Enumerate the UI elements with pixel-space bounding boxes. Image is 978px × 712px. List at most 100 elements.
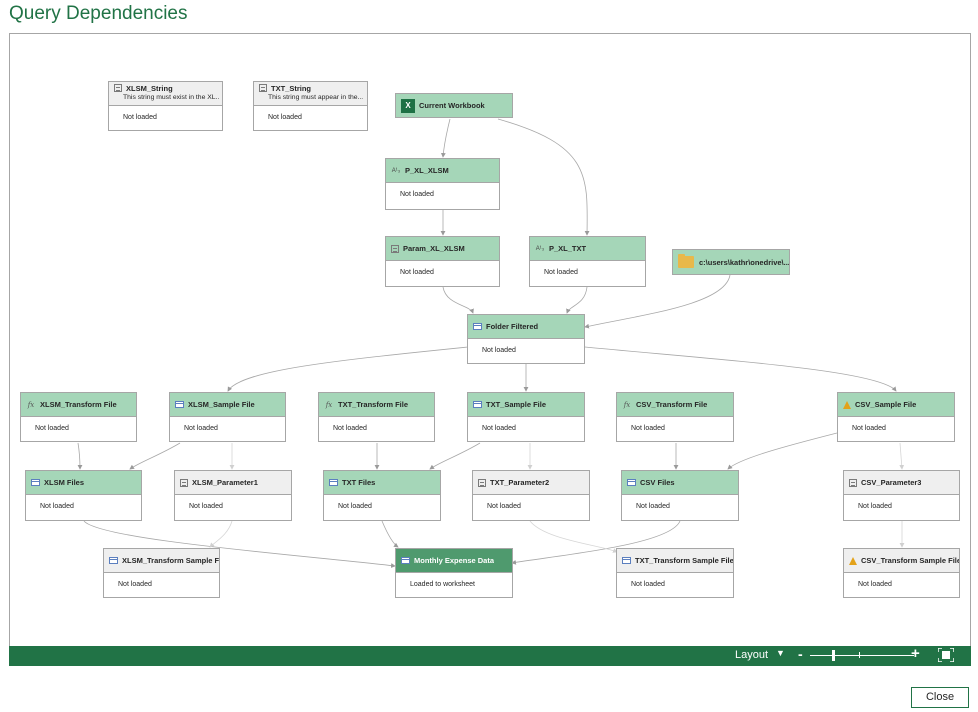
node-name: P_XL_TXT xyxy=(549,244,587,253)
node-status: Not loaded xyxy=(400,269,434,276)
query-node-xlsm-transform-file[interactable]: fx XLSM_Transform File Not loaded xyxy=(20,392,137,442)
node-name: TXT Files xyxy=(342,478,376,487)
query-node-xlsm-parameter1[interactable]: XLSM_Parameter1 Not loaded xyxy=(174,470,292,521)
query-node-xlsm-sample-file[interactable]: XLSM_Sample File Not loaded xyxy=(169,392,286,442)
node-name: TXT_String xyxy=(271,84,312,93)
query-node-csv-files[interactable]: CSV Files Not loaded xyxy=(621,470,739,521)
node-status: Not loaded xyxy=(858,503,892,510)
parameter-icon xyxy=(391,244,399,253)
node-name: XLSM_Parameter1 xyxy=(192,478,258,487)
zoom-slider-track[interactable] xyxy=(810,655,914,656)
node-status: Not loaded xyxy=(338,503,372,510)
node-status: Not loaded xyxy=(631,425,665,432)
query-node-param-xl-xlsm[interactable]: Param_XL_XLSM Not loaded xyxy=(385,236,500,287)
node-name: Current Workbook xyxy=(419,101,485,110)
canvas-toolbar: Layout ▼ - + xyxy=(9,645,971,666)
query-node-xlsm-string[interactable]: XLSM_String This string must exist in th… xyxy=(108,81,223,131)
zoom-in-button[interactable]: + xyxy=(911,645,920,662)
node-name: TXT_Sample File xyxy=(486,400,547,409)
node-name: XLSM_String xyxy=(126,84,173,93)
text-parameter-icon: A¹₃ xyxy=(391,167,401,174)
node-status: Not loaded xyxy=(123,114,157,121)
node-description: This string must exist in the XL... xyxy=(123,94,219,101)
query-node-txt-string[interactable]: TXT_String This string must appear in th… xyxy=(253,81,368,131)
node-name: P_XL_XLSM xyxy=(405,166,449,175)
query-node-p-xl-xlsm[interactable]: A¹₃ P_XL_XLSM Not loaded xyxy=(385,158,500,210)
function-icon: fx xyxy=(27,400,35,409)
node-status: Not loaded xyxy=(858,581,892,588)
table-icon xyxy=(31,479,40,486)
query-node-txt-sample-file[interactable]: TXT_Sample File Not loaded xyxy=(467,392,585,442)
query-node-txt-transform-file[interactable]: fx TXT_Transform File Not loaded xyxy=(318,392,435,442)
zoom-out-button[interactable]: - xyxy=(798,646,803,662)
parameter-icon xyxy=(849,478,857,487)
query-node-current-workbook[interactable]: X Current Workbook xyxy=(395,93,513,118)
node-status: Not loaded xyxy=(35,425,69,432)
node-status: Not loaded xyxy=(636,503,670,510)
query-node-csv-sample-file[interactable]: CSV_Sample File Not loaded xyxy=(837,392,955,442)
table-icon xyxy=(329,479,338,486)
layout-button[interactable]: Layout xyxy=(735,649,769,661)
parameter-icon xyxy=(180,478,188,487)
node-status: Not loaded xyxy=(189,503,223,510)
table-icon xyxy=(627,479,636,486)
node-name: Folder Filtered xyxy=(486,322,539,331)
dialog-title: Query Dependencies xyxy=(9,3,188,24)
node-status: Not loaded xyxy=(631,581,665,588)
query-node-csv-transform-file[interactable]: fx CSV_Transform File Not loaded xyxy=(616,392,734,442)
table-icon xyxy=(175,401,184,408)
warning-icon xyxy=(843,400,851,409)
table-icon xyxy=(473,323,482,330)
table-icon xyxy=(109,557,118,564)
function-icon: fx xyxy=(623,400,631,409)
function-icon: fx xyxy=(325,400,333,409)
node-status: Not loaded xyxy=(400,191,434,198)
node-name: CSV Files xyxy=(640,478,675,487)
node-name: CSV_Transform File xyxy=(636,400,708,409)
warning-icon xyxy=(849,556,857,565)
zoom-slider-tick xyxy=(859,652,860,658)
table-icon xyxy=(622,557,631,564)
query-node-p-xl-txt[interactable]: A¹₃ P_XL_TXT Not loaded xyxy=(529,236,646,287)
query-node-csv-parameter3[interactable]: CSV_Parameter3 Not loaded xyxy=(843,470,960,521)
node-name: TXT_Transform File xyxy=(338,400,409,409)
query-node-xlsm-transform-sample-file[interactable]: XLSM_Transform Sample File Not loaded xyxy=(103,548,220,598)
parameter-icon xyxy=(478,478,486,487)
node-status: Not loaded xyxy=(544,269,578,276)
table-icon xyxy=(401,557,410,564)
chevron-down-icon[interactable]: ▼ xyxy=(776,648,785,658)
node-status: Not loaded xyxy=(482,425,516,432)
zoom-slider-thumb[interactable] xyxy=(832,650,835,661)
query-node-monthly-expense-data[interactable]: Monthly Expense Data Loaded to worksheet xyxy=(395,548,513,598)
node-description: This string must appear in the... xyxy=(268,94,364,101)
table-icon xyxy=(473,401,482,408)
node-name: TXT_Transform Sample File xyxy=(635,556,733,565)
folder-icon xyxy=(678,254,694,268)
node-status: Not loaded xyxy=(333,425,367,432)
node-status: Not loaded xyxy=(487,503,521,510)
node-name: CSV_Transform Sample File xyxy=(861,556,959,565)
query-node-folder-path[interactable]: c:\users\kathr\onedrive\... xyxy=(672,249,790,275)
query-node-txt-files[interactable]: TXT Files Not loaded xyxy=(323,470,441,521)
node-status: Loaded to worksheet xyxy=(410,581,475,588)
node-name: XLSM_Transform Sample File xyxy=(122,556,219,565)
query-node-csv-transform-sample-file[interactable]: CSV_Transform Sample File Not loaded xyxy=(843,548,960,598)
parameter-icon xyxy=(114,84,122,92)
query-node-folder-filtered[interactable]: Folder Filtered Not loaded xyxy=(467,314,585,364)
node-name: XLSM Files xyxy=(44,478,85,487)
query-node-txt-transform-sample-file[interactable]: TXT_Transform Sample File Not loaded xyxy=(616,548,734,598)
node-status: Not loaded xyxy=(852,425,886,432)
node-name: c:\users\kathr\onedrive\... xyxy=(699,257,789,267)
excel-icon: X xyxy=(401,98,415,113)
node-status: Not loaded xyxy=(118,581,152,588)
node-status: Not loaded xyxy=(482,347,516,354)
query-node-txt-parameter2[interactable]: TXT_Parameter2 Not loaded xyxy=(472,470,590,521)
node-name: XLSM_Transform File xyxy=(40,400,117,409)
node-name: XLSM_Sample File xyxy=(188,400,255,409)
close-button[interactable]: Close xyxy=(911,687,969,708)
parameter-icon xyxy=(259,84,267,92)
node-status: Not loaded xyxy=(184,425,218,432)
query-node-xlsm-files[interactable]: XLSM Files Not loaded xyxy=(25,470,142,521)
text-parameter-icon: A¹₃ xyxy=(535,245,545,252)
fit-to-screen-icon[interactable] xyxy=(938,648,954,662)
